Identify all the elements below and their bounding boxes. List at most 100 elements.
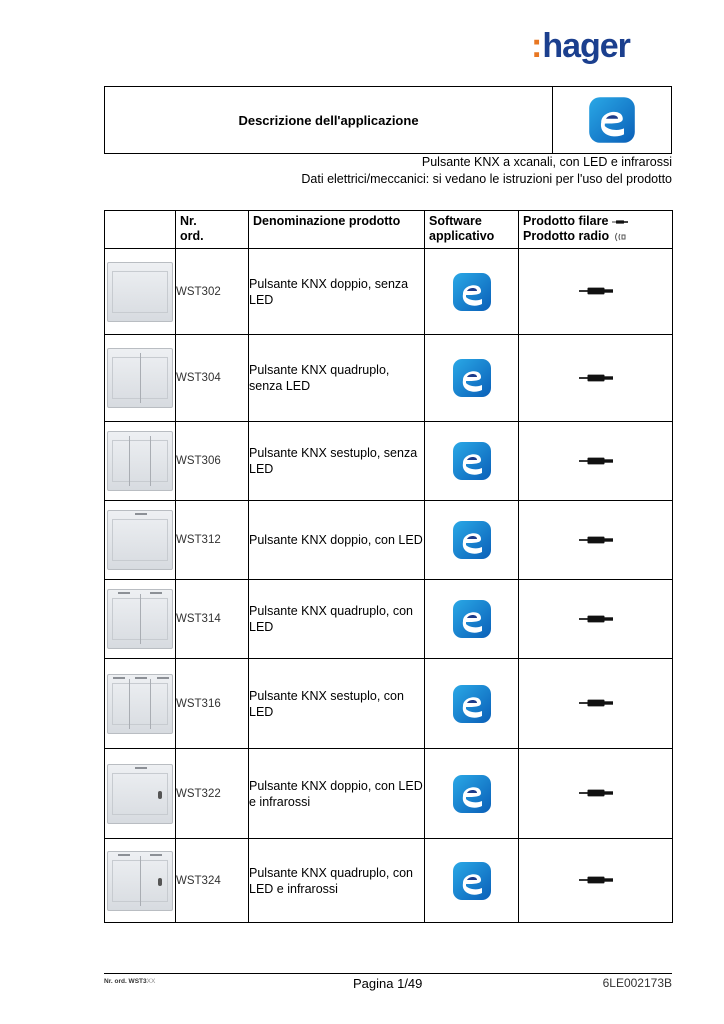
product-name: Pulsante KNX quadruplo, con LED <box>248 579 425 659</box>
wire-icon <box>612 219 628 225</box>
wire-icon <box>579 285 613 297</box>
order-number: WST324 <box>175 838 249 923</box>
title-icon-cell <box>553 87 671 153</box>
product-image <box>107 261 173 322</box>
product-name: Pulsante KNX sestuplo, con LED <box>248 658 425 749</box>
software-cell <box>424 334 519 422</box>
wire-icon <box>579 455 613 467</box>
wire-icon <box>579 874 613 886</box>
product-name: Pulsante KNX quadruplo, con LED e infrar… <box>248 838 425 923</box>
product-table: Nr. ord. Denominazione prodotto Software… <box>104 210 673 923</box>
easy-app-icon <box>452 441 492 481</box>
product-image-cell <box>104 500 176 580</box>
header-order-line2: ord. <box>180 229 204 243</box>
software-cell <box>424 838 519 923</box>
product-name: Pulsante KNX doppio, con LED <box>248 500 425 580</box>
wired-cell <box>518 838 673 923</box>
header-wired: Prodotto filare <box>523 214 668 229</box>
wired-cell <box>518 579 673 659</box>
product-image <box>107 348 173 408</box>
order-number: WST312 <box>175 500 249 580</box>
footer-page: Pagina 1/49 <box>353 976 423 991</box>
wired-cell <box>518 748 673 839</box>
product-image <box>107 431 173 491</box>
easy-app-icon <box>452 599 492 639</box>
easy-app-icon <box>452 774 492 814</box>
header-name-text: Denominazione prodotto <box>253 214 401 228</box>
easy-app-icon <box>452 520 492 560</box>
header-image <box>104 210 176 249</box>
product-image-cell <box>104 248 176 335</box>
logo-colon: : <box>531 27 542 65</box>
header-software: Software applicativo <box>424 210 519 249</box>
product-image-cell <box>104 579 176 659</box>
order-number: WST314 <box>175 579 249 659</box>
product-name: Pulsante KNX sestuplo, senza LED <box>248 421 425 501</box>
header-radio: Prodotto radio <box>523 229 668 244</box>
product-image-cell <box>104 748 176 839</box>
wired-cell <box>518 421 673 501</box>
wire-icon <box>579 534 613 546</box>
subtitle-line-1: Pulsante KNX a xcanali, con LED e infrar… <box>421 155 672 169</box>
wire-icon <box>579 613 613 625</box>
ir-sensor <box>158 790 162 799</box>
product-image-cell <box>104 838 176 923</box>
header-software-line2: applicativo <box>429 229 495 243</box>
header-order-line1: Nr. <box>180 214 197 228</box>
product-name: Pulsante KNX doppio, con LED e infraross… <box>248 748 425 839</box>
order-number: WST322 <box>175 748 249 839</box>
product-image-cell <box>104 334 176 422</box>
product-image-cell <box>104 658 176 749</box>
header-name: Denominazione prodotto <box>248 210 425 249</box>
easy-app-icon <box>452 684 492 724</box>
footer-doc-code: 6LE002173B <box>602 976 672 990</box>
wired-cell <box>518 334 673 422</box>
header-radio-text: Prodotto radio <box>523 229 610 243</box>
header-wired-text: Prodotto filare <box>523 214 609 228</box>
product-image-cell <box>104 421 176 501</box>
easy-app-icon <box>452 861 492 901</box>
ir-sensor <box>158 877 162 886</box>
product-image <box>107 510 173 570</box>
title-box: Descrizione dell'applicazione <box>104 86 672 154</box>
wire-icon <box>579 697 613 709</box>
software-cell <box>424 421 519 501</box>
table-header-row: Nr. ord. Denominazione prodotto Software… <box>104 210 673 249</box>
easy-app-icon <box>588 96 636 144</box>
logo-text: hager <box>542 27 631 65</box>
order-number: WST306 <box>175 421 249 501</box>
wired-cell <box>518 500 673 580</box>
software-cell <box>424 579 519 659</box>
product-image <box>107 589 173 649</box>
header-software-line1: Software <box>429 214 482 228</box>
software-cell <box>424 248 519 335</box>
header-order: Nr. ord. <box>175 210 249 249</box>
easy-app-icon <box>452 272 492 312</box>
footer-order: Nr. ord. WST3XX <box>104 978 155 985</box>
easy-app-icon <box>452 358 492 398</box>
wire-icon <box>579 372 613 384</box>
product-image <box>107 763 173 824</box>
software-cell <box>424 500 519 580</box>
radio-icon <box>615 232 626 241</box>
product-name: Pulsante KNX doppio, senza LED <box>248 248 425 335</box>
order-number: WST304 <box>175 334 249 422</box>
product-name: Pulsante KNX quadruplo, senza LED <box>248 334 425 422</box>
header-type: Prodotto filare Prodotto radio <box>518 210 673 249</box>
software-cell <box>424 748 519 839</box>
product-image <box>107 673 173 734</box>
footer-order-prefix: Nr. ord. WST3 <box>104 978 147 985</box>
order-number: WST316 <box>175 658 249 749</box>
wire-icon <box>579 787 613 799</box>
wired-cell <box>518 658 673 749</box>
wired-cell <box>518 248 673 335</box>
product-image <box>107 850 173 911</box>
hager-logo: :hager <box>531 26 631 66</box>
